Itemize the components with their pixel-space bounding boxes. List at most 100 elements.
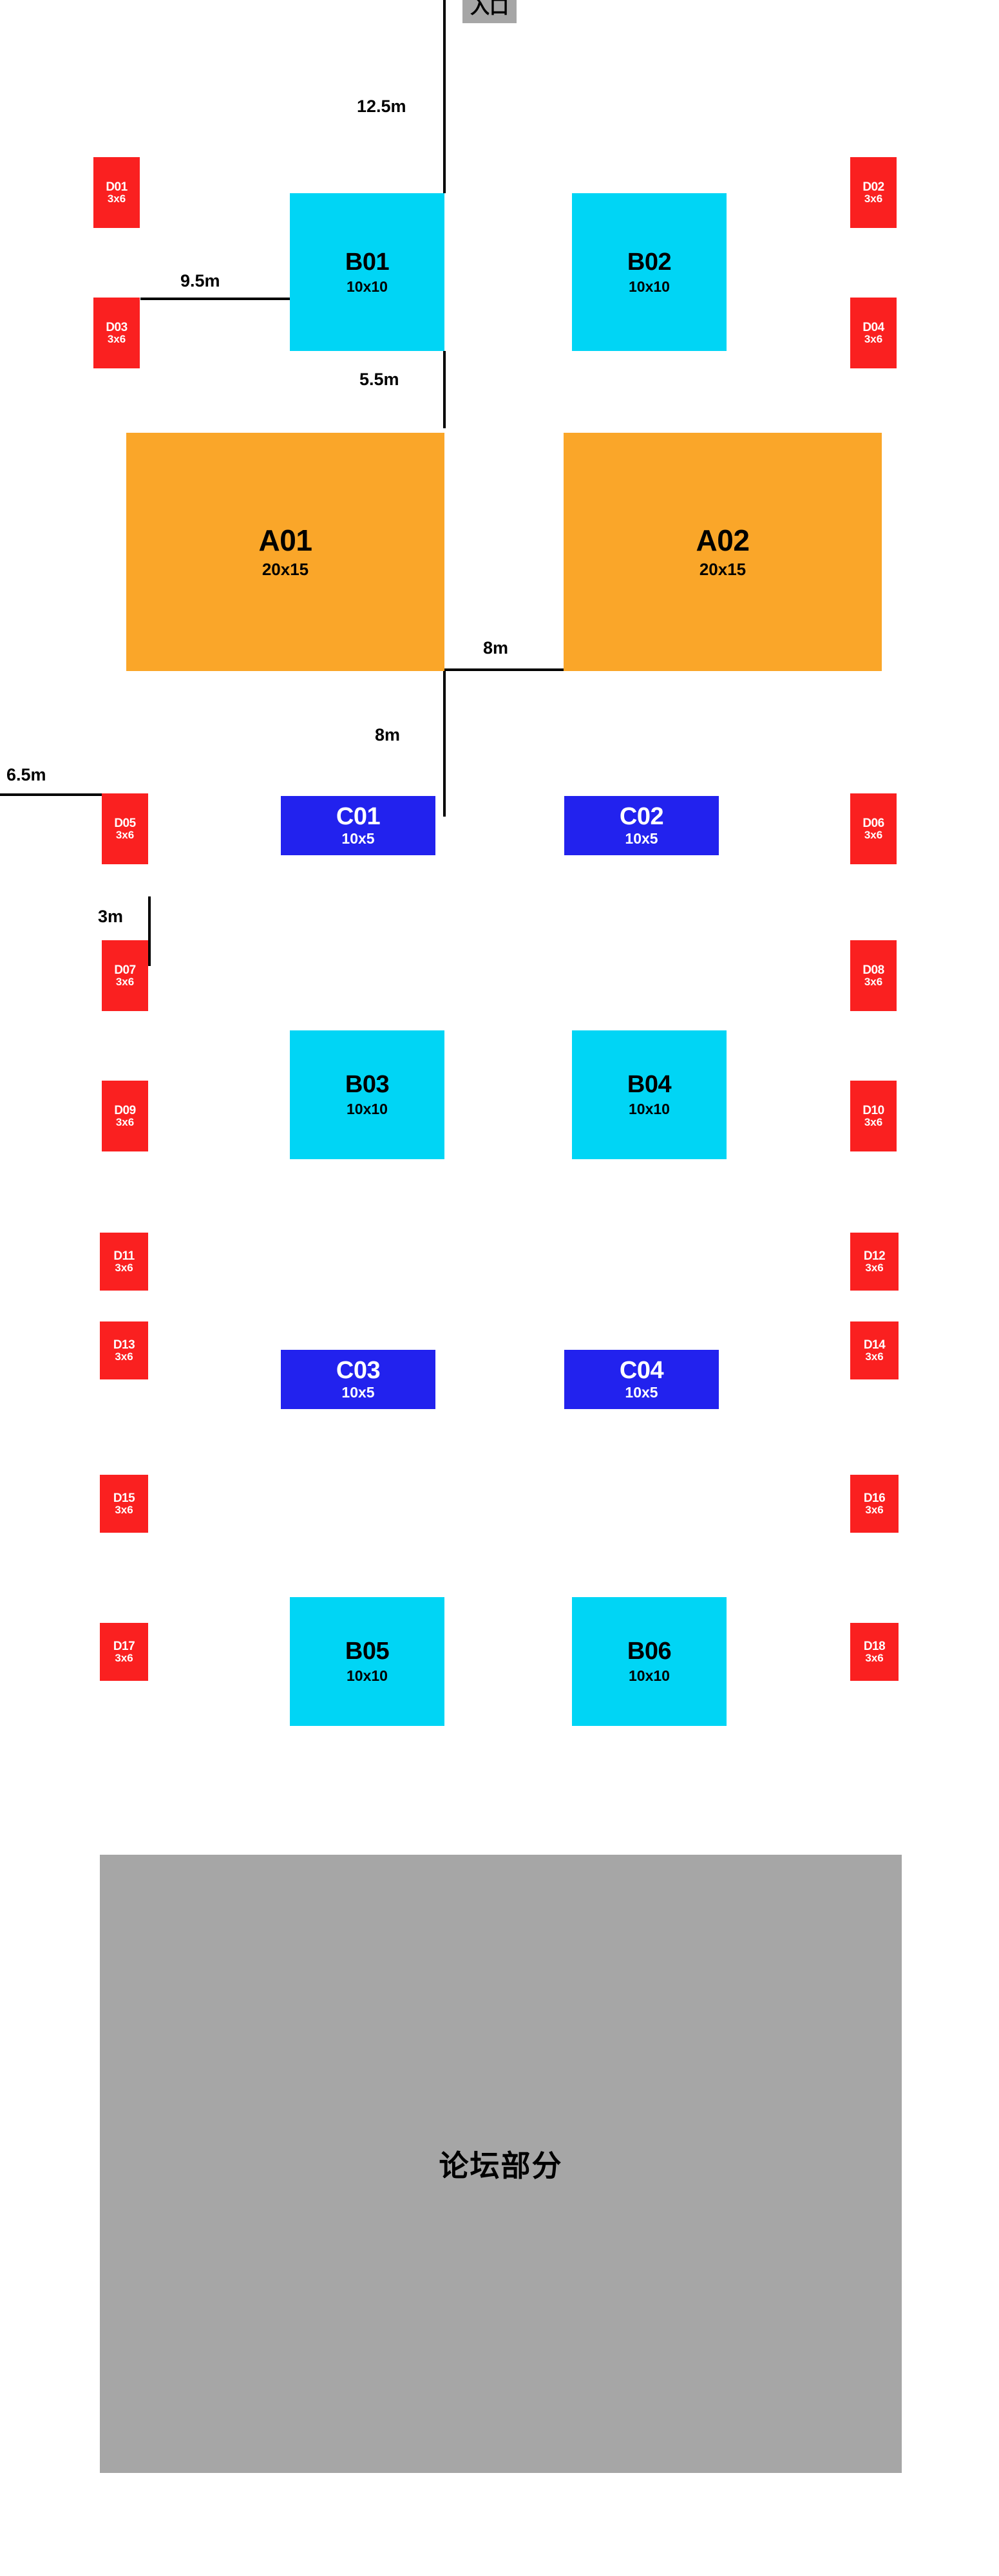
booth-code: D13	[113, 1338, 135, 1352]
booth-c04[interactable]: C04 10x5	[564, 1350, 719, 1409]
dimension-rule-8m-vertical	[443, 668, 446, 817]
booth-c01[interactable]: C01 10x5	[281, 796, 435, 855]
booth-b03[interactable]: B03 10x10	[290, 1030, 444, 1159]
booth-d11[interactable]: D11 3x6	[100, 1233, 148, 1291]
booth-code: D05	[114, 816, 136, 830]
booth-size: 3x6	[115, 1504, 133, 1517]
booth-size: 10x10	[629, 1667, 670, 1685]
booth-b01[interactable]: B01 10x10	[290, 193, 444, 351]
booth-size: 10x10	[347, 1667, 388, 1685]
forum-section[interactable]: 论坛部分	[100, 1855, 902, 2473]
booth-size: 3x6	[107, 193, 126, 205]
booth-code: B06	[627, 1638, 672, 1665]
dimension-rule-9-5m	[140, 298, 290, 300]
booth-code: D11	[113, 1249, 135, 1263]
dimension-rule-3m	[148, 896, 151, 966]
booth-size: 3x6	[864, 333, 883, 346]
booth-code: C03	[336, 1357, 381, 1385]
booth-size: 10x5	[341, 1384, 375, 1401]
booth-code: D06	[862, 816, 884, 830]
booth-b02[interactable]: B02 10x10	[572, 193, 727, 351]
booth-code: B05	[345, 1638, 390, 1665]
booth-size: 3x6	[865, 1652, 884, 1665]
booth-size: 20x15	[699, 560, 747, 580]
booth-code: B02	[627, 248, 672, 276]
booth-size: 3x6	[115, 829, 135, 842]
booth-size: 10x10	[629, 1101, 670, 1118]
booth-size: 3x6	[115, 1262, 133, 1274]
booth-code: D07	[114, 963, 136, 977]
booth-size: 3x6	[864, 829, 883, 842]
dimension-label-8m-horizontal: 8m	[483, 638, 509, 658]
dimension-label-8m-vertical: 8m	[375, 725, 401, 744]
booth-size: 3x6	[115, 1652, 133, 1665]
booth-code: D04	[862, 320, 884, 334]
dimension-rule-5-5m	[443, 351, 446, 428]
booth-code: C01	[336, 803, 381, 831]
booth-c02[interactable]: C02 10x5	[564, 796, 719, 855]
booth-d04[interactable]: D04 3x6	[850, 298, 897, 368]
booth-size: 3x6	[864, 1116, 883, 1129]
booth-d12[interactable]: D12 3x6	[850, 1233, 899, 1291]
booth-d18[interactable]: D18 3x6	[850, 1623, 899, 1681]
dimension-rule-12-5m	[443, 0, 446, 193]
booth-code: D10	[862, 1103, 884, 1117]
booth-d01[interactable]: D01 3x6	[93, 157, 140, 228]
booth-code: D14	[863, 1338, 886, 1352]
booth-code: A02	[696, 524, 750, 558]
booth-b04[interactable]: B04 10x10	[572, 1030, 727, 1159]
booth-size: 3x6	[115, 976, 135, 989]
dimension-rule-6-5m	[0, 793, 103, 796]
booth-size: 10x10	[629, 278, 670, 295]
booth-d08[interactable]: D08 3x6	[850, 940, 897, 1011]
dimension-label-9-5m: 9.5m	[180, 271, 220, 290]
booth-code: B01	[345, 248, 390, 276]
booth-code: D08	[862, 963, 884, 977]
booth-size: 10x10	[347, 278, 388, 295]
booth-d06[interactable]: D06 3x6	[850, 793, 897, 864]
dimension-rule-8m-horizontal	[443, 668, 572, 671]
booth-code: A01	[258, 524, 312, 558]
booth-d02[interactable]: D02 3x6	[850, 157, 897, 228]
dimension-label-5-5m: 5.5m	[359, 370, 399, 389]
booth-d15[interactable]: D15 3x6	[100, 1475, 148, 1533]
booth-d07[interactable]: D07 3x6	[102, 940, 148, 1011]
booth-a01[interactable]: A01 20x15	[126, 433, 444, 671]
booth-size: 20x15	[262, 560, 309, 580]
booth-size: 3x6	[865, 1504, 884, 1517]
booth-code: D16	[863, 1491, 886, 1505]
booth-size: 3x6	[115, 1116, 135, 1129]
booth-d03[interactable]: D03 3x6	[93, 298, 140, 368]
booth-size: 3x6	[864, 976, 883, 989]
booth-c03[interactable]: C03 10x5	[281, 1350, 435, 1409]
booth-size: 10x5	[341, 830, 375, 848]
booth-d09[interactable]: D09 3x6	[102, 1081, 148, 1151]
booth-size: 3x6	[865, 1262, 884, 1274]
booth-b06[interactable]: B06 10x10	[572, 1597, 727, 1726]
dimension-label-12-5m: 12.5m	[357, 97, 406, 116]
booth-code: D12	[863, 1249, 886, 1263]
booth-size: 3x6	[115, 1350, 133, 1363]
booth-a02[interactable]: A02 20x15	[564, 433, 882, 671]
booth-code: C04	[619, 1357, 664, 1385]
dimension-label-6-5m: 6.5m	[6, 765, 46, 784]
booth-code: D01	[106, 180, 128, 194]
booth-size: 3x6	[107, 333, 126, 346]
booth-code: C02	[619, 803, 664, 831]
entrance-label: 入口	[462, 0, 517, 23]
booth-d05[interactable]: D05 3x6	[102, 793, 148, 864]
booth-code: D15	[113, 1491, 135, 1505]
booth-code: D02	[862, 180, 884, 194]
booth-d14[interactable]: D14 3x6	[850, 1321, 899, 1379]
booth-size: 10x5	[625, 1384, 658, 1401]
booth-d17[interactable]: D17 3x6	[100, 1623, 148, 1681]
booth-d16[interactable]: D16 3x6	[850, 1475, 899, 1533]
booth-d13[interactable]: D13 3x6	[100, 1321, 148, 1379]
booth-code: B04	[627, 1071, 672, 1099]
booth-size: 10x5	[625, 830, 658, 848]
booth-code: B03	[345, 1071, 390, 1099]
booth-code: D18	[863, 1639, 886, 1653]
booth-b05[interactable]: B05 10x10	[290, 1597, 444, 1726]
booth-d10[interactable]: D10 3x6	[850, 1081, 897, 1151]
